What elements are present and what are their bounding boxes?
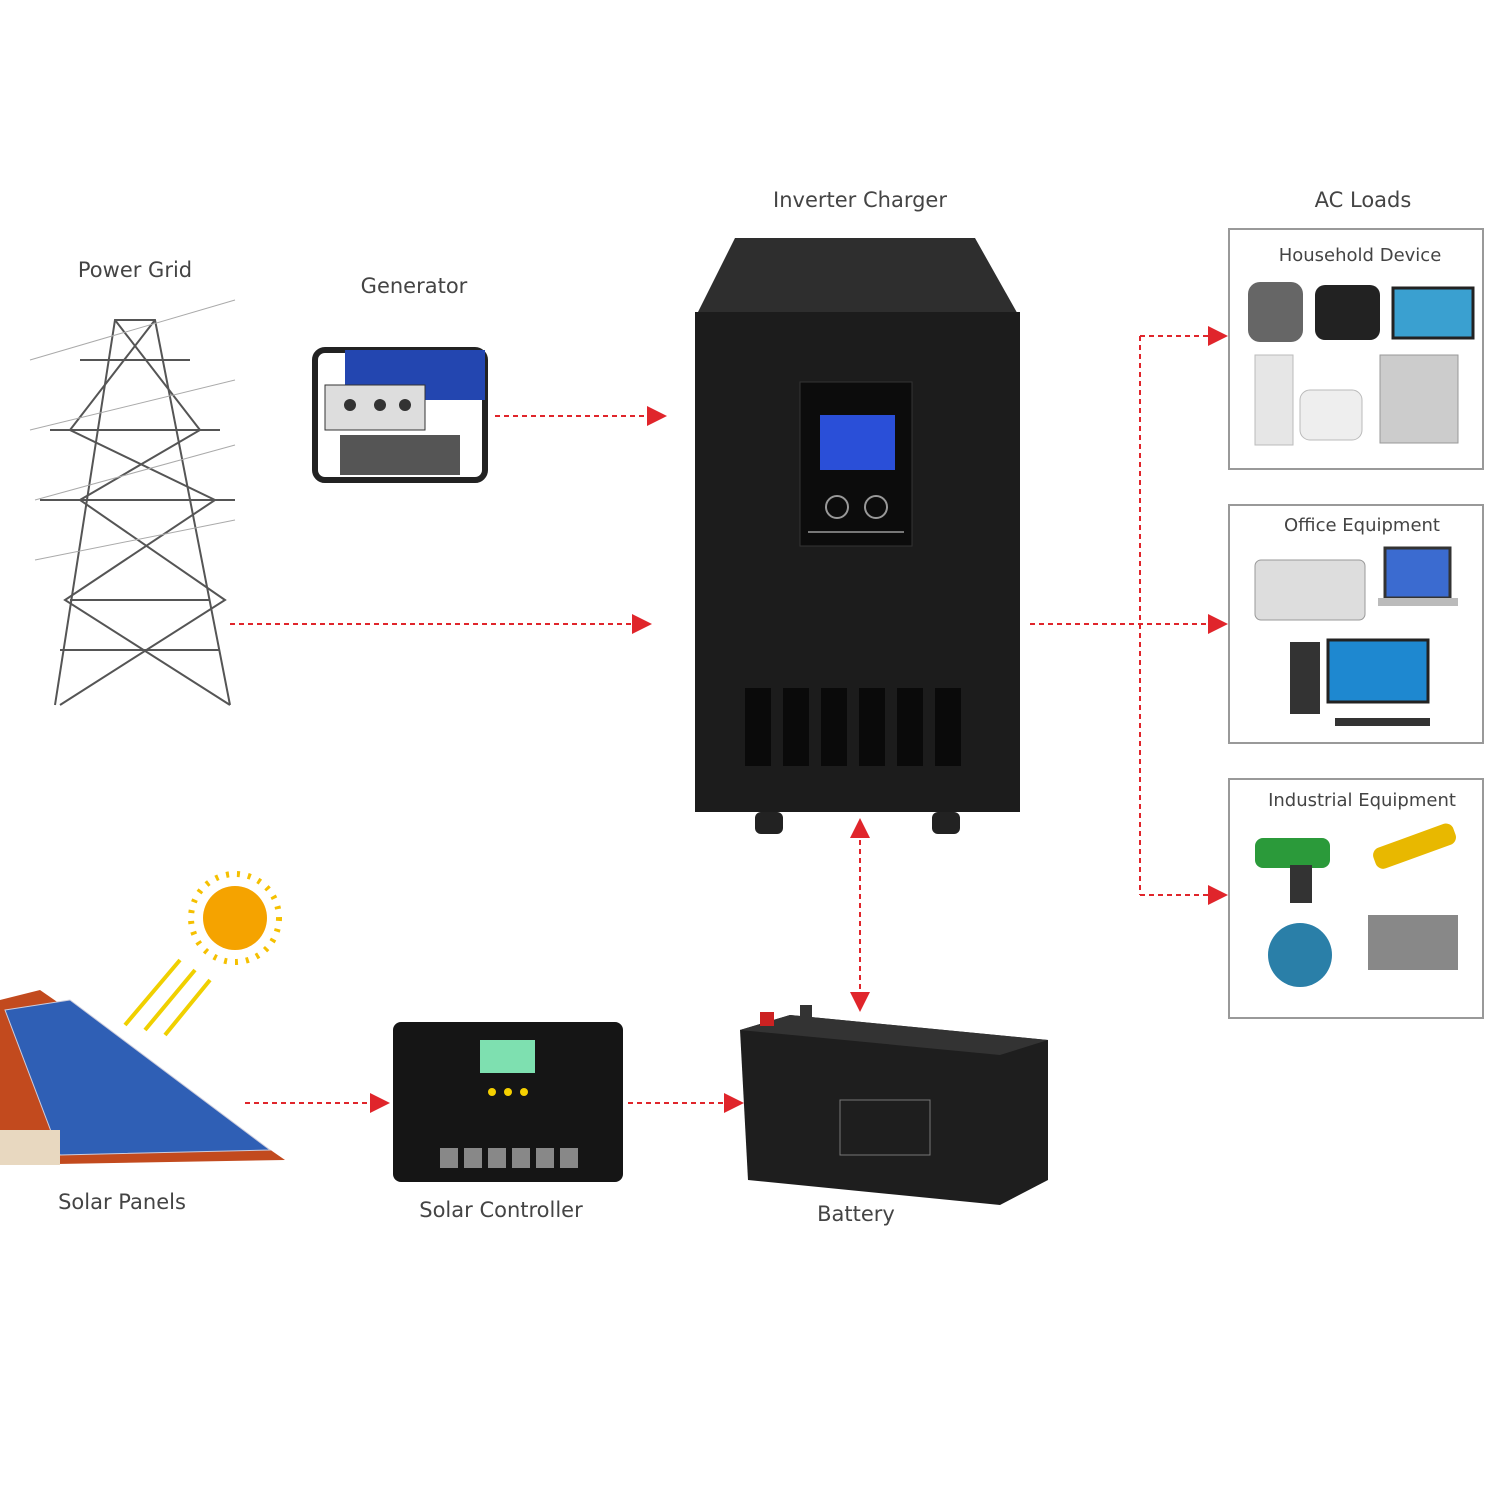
solar-controller-icon xyxy=(393,1022,623,1182)
battery-icon xyxy=(740,1005,1048,1205)
label-household-device: Household Device xyxy=(1278,245,1442,266)
label-generator: Generator xyxy=(360,274,468,298)
label-inverter-charger: Inverter Charger xyxy=(773,188,947,212)
label-solar-panels: Solar Panels xyxy=(58,1190,186,1214)
industrial-equipment-box xyxy=(1228,778,1484,1019)
sun-icon xyxy=(123,871,282,1037)
household-devices-icon xyxy=(1248,282,1475,446)
office-equipment-box xyxy=(1228,504,1484,744)
solar-panels-icon xyxy=(0,990,285,1165)
label-industrial-equipment: Industrial Equipment xyxy=(1268,790,1456,811)
industrial-equipment-icon xyxy=(1255,823,1458,987)
label-battery: Battery xyxy=(817,1202,895,1226)
label-solar-controller: Solar Controller xyxy=(419,1198,583,1222)
label-ac-loads: AC Loads xyxy=(1314,188,1412,212)
power-tower-icon xyxy=(29,299,236,706)
label-office-equipment: Office Equipment xyxy=(1284,515,1440,536)
label-power-grid: Power Grid xyxy=(77,258,193,282)
inverter-charger-icon xyxy=(695,238,1020,834)
office-equipment-icon xyxy=(1254,546,1458,726)
generator-icon xyxy=(312,347,488,483)
